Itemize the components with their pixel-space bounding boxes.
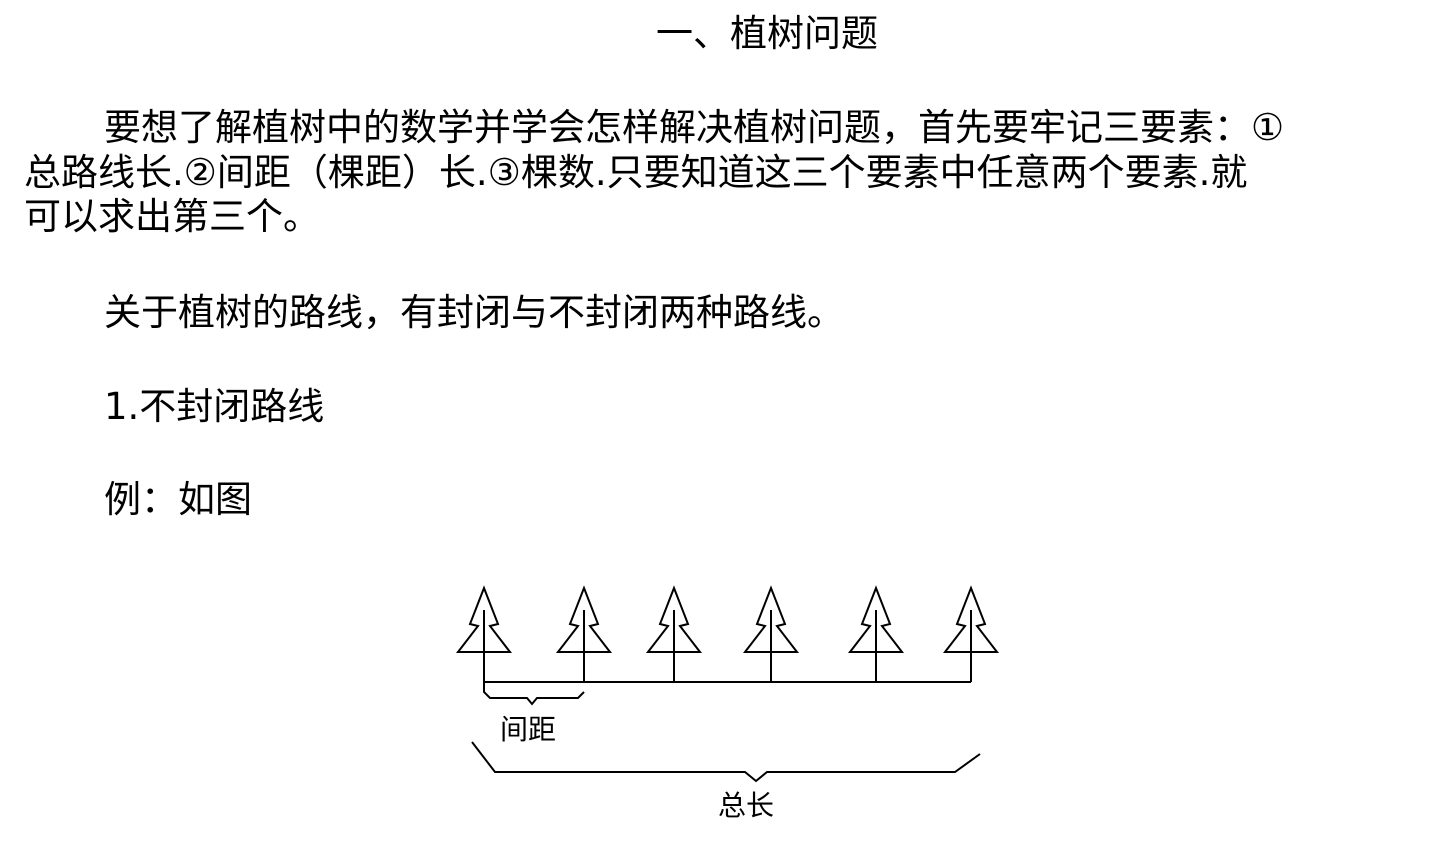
spacing-brace (483, 682, 585, 706)
tree-icon (555, 585, 613, 682)
example-label: 例：如图 (104, 478, 252, 521)
paragraph-2: 关于植树的路线，有封闭与不封闭两种路线。 (104, 291, 844, 334)
tree-icon (645, 585, 703, 682)
tree-icon (942, 585, 1000, 682)
paragraph-1-line-1: 要想了解植树中的数学并学会怎样解决植树问题，首先要牢记三要素：① (104, 106, 1285, 149)
spacing-label: 间距 (500, 713, 557, 746)
paragraph-1-line-2: 总路线长.②间距（棵距）长.③棵数.只要知道这三个要素中任意两个要素.就 (24, 151, 1248, 194)
document-title: 一、植树问题 (656, 12, 878, 55)
paragraph-1-line-3: 可以求出第三个。 (24, 195, 320, 238)
section-heading: 1.不封闭路线 (104, 385, 325, 428)
tree-icon (847, 585, 905, 682)
tree-icon (742, 585, 800, 682)
tree-icon (455, 585, 513, 682)
total-brace (471, 741, 981, 783)
total-length-label: 总长 (718, 789, 775, 822)
